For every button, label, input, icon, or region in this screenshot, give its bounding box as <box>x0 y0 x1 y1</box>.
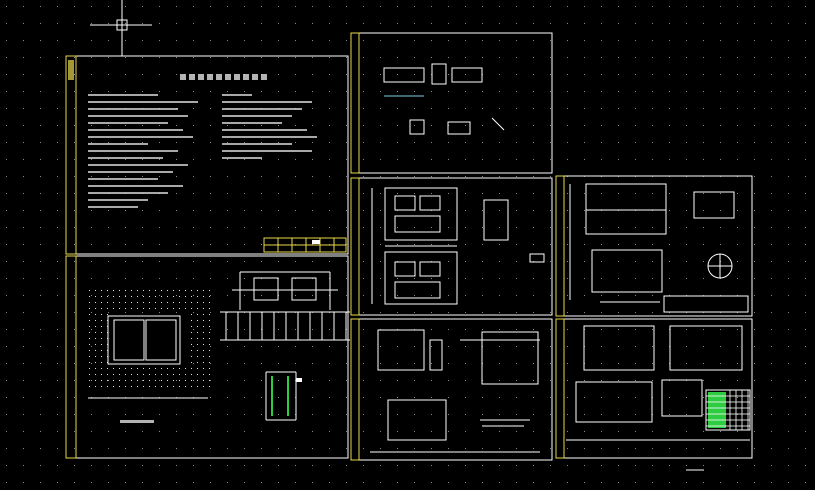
title-block <box>263 237 347 253</box>
sheet-notes[interactable] <box>65 55 349 255</box>
site-hatch-pattern <box>89 290 210 387</box>
grid-dots <box>6 6 806 483</box>
notes-title-block <box>180 74 267 80</box>
sheet-structural[interactable] <box>555 318 753 471</box>
sheet-floor-plans[interactable] <box>350 177 553 316</box>
sheet-site-plan[interactable] <box>65 255 350 459</box>
structural-details <box>566 379 750 471</box>
schedule-table-green <box>705 389 751 431</box>
plan-rooms <box>371 188 545 304</box>
section-drawings <box>370 329 540 453</box>
sheet-margin-strip <box>65 55 77 255</box>
crosshair-cursor-icon <box>90 0 152 56</box>
elevation-details <box>569 184 666 303</box>
notes-text-lines <box>88 94 317 208</box>
pile-detail <box>265 371 302 421</box>
sheet-details-top[interactable] <box>350 32 553 174</box>
sheet-elevations-right[interactable] <box>555 175 753 317</box>
sheet-sections[interactable] <box>350 318 553 461</box>
detail-drawings <box>383 63 505 135</box>
section-elevation <box>220 271 350 341</box>
